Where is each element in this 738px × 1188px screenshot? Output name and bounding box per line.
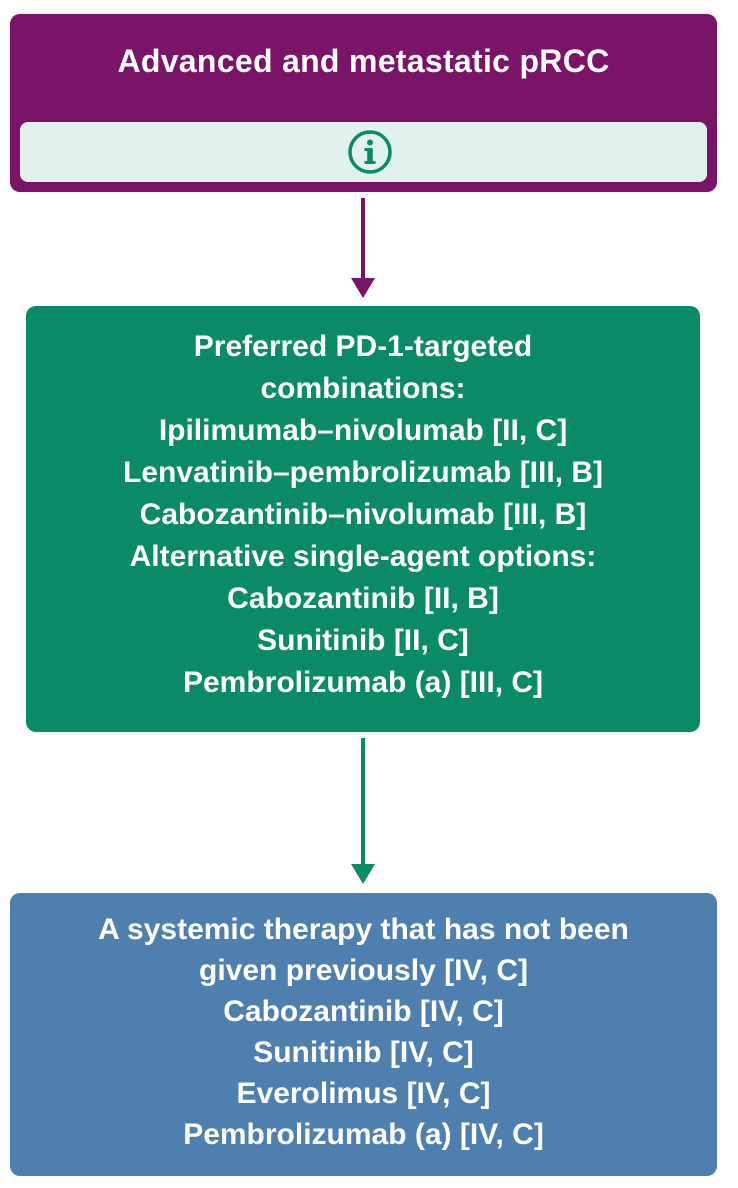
info-bar[interactable]: [20, 122, 707, 182]
middle-line-7: Cabozantinib [II, B]: [227, 582, 499, 615]
bottom-line-6: Pembrolizumab (a) [IV, C]: [183, 1118, 544, 1151]
middle-node-box: Preferred PD-1-targeted combinations: Ip…: [26, 306, 700, 732]
middle-line-4: Lenvatinib–pembrolizumab [III, B]: [122, 456, 604, 489]
middle-line-1: Preferred PD-1-targeted: [193, 330, 533, 363]
arrow-down-2: [351, 738, 375, 884]
top-node-box: Advanced and metastatic pRCC: [10, 14, 717, 192]
arrow-down-1: [351, 198, 375, 298]
bottom-node-box: A systemic therapy that has not been giv…: [10, 893, 717, 1176]
middle-line-5: Cabozantinib–nivolumab [III, B]: [139, 498, 587, 531]
top-node-title: Advanced and metastatic pRCC: [117, 43, 610, 79]
info-circle-icon[interactable]: [346, 128, 394, 176]
middle-line-9: Pembrolizumab (a) [III, C]: [182, 666, 544, 699]
bottom-line-4: Sunitinib [IV, C]: [253, 1036, 474, 1069]
bottom-line-2: given previously [IV, C]: [199, 954, 528, 987]
bottom-line-3: Cabozantinib [IV, C]: [223, 995, 504, 1028]
middle-line-6: Alternative single-agent options:: [129, 540, 597, 573]
middle-line-8: Sunitinib [II, C]: [257, 624, 469, 657]
bottom-line-1: A systemic therapy that has not been: [98, 913, 629, 946]
middle-line-2: combinations:: [260, 372, 466, 405]
middle-line-3: Ipilimumab–nivolumab [II, C]: [158, 414, 568, 447]
bottom-line-5: Everolimus [IV, C]: [236, 1077, 491, 1110]
